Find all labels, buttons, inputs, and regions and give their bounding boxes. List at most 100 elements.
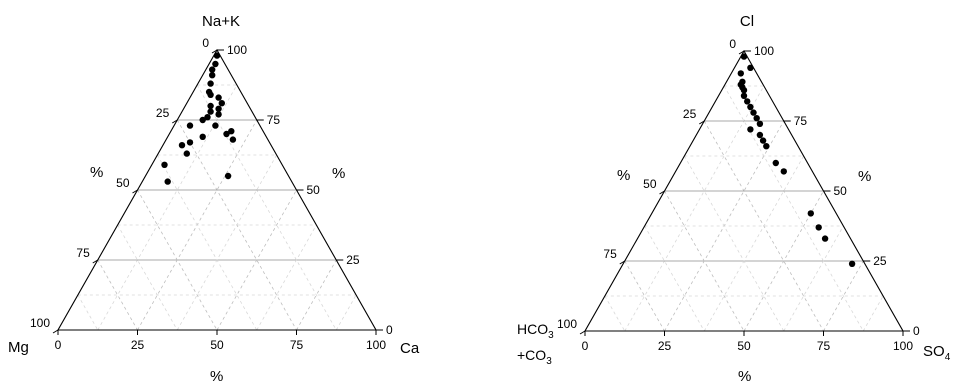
data-point-19 — [807, 210, 814, 217]
data-point-6 — [740, 87, 748, 94]
tick-label-right-75: 75 — [267, 113, 281, 127]
grid-line-right-12.5 — [624, 85, 765, 332]
data-point-2 — [737, 70, 744, 77]
data-point-15 — [186, 122, 194, 129]
tick-label-bottom-50: 50 — [210, 338, 224, 352]
data-point-13 — [747, 126, 754, 133]
data-point-19 — [199, 133, 206, 140]
data-point-1 — [747, 64, 754, 72]
data-point-20 — [815, 224, 822, 231]
tick-left-50 — [132, 189, 138, 194]
grid-line-left-50 — [664, 190, 745, 332]
data-point-9 — [747, 103, 754, 111]
grid-line-left-50 — [137, 189, 218, 331]
data-point-11 — [753, 115, 760, 122]
tick-left-100 — [52, 329, 59, 334]
grid-line-left-12.5 — [723, 85, 864, 332]
vertex-label-top: Cl — [740, 13, 754, 30]
tick-label-left-75: 75 — [603, 247, 617, 261]
grid-line-left-87.5 — [604, 295, 626, 332]
grid-line-right-62.5 — [256, 224, 317, 331]
data-point-22 — [178, 142, 186, 149]
grid-line-left-87.5 — [77, 294, 99, 331]
tick-label-right-25: 25 — [346, 253, 360, 267]
tick-label-bottom-100: 100 — [366, 338, 386, 352]
grid-line-right-87.5 — [335, 294, 357, 331]
data-point-20 — [229, 136, 237, 143]
vertex-label-left-line1: HCO3 — [517, 321, 554, 341]
data-point-6 — [207, 91, 214, 99]
percent-label-right: % — [858, 168, 871, 185]
tick-label-right-0: 0 — [913, 324, 920, 338]
data-point-16 — [763, 143, 770, 150]
tick-label-bottom-75: 75 — [290, 338, 304, 352]
grid-line-left-37.5 — [684, 155, 785, 332]
data-point-7 — [740, 92, 748, 100]
tick-left-75 — [619, 260, 626, 265]
data-point-25 — [224, 172, 232, 180]
data-point-14 — [199, 116, 206, 124]
tick-label-bottom-0: 0 — [55, 338, 62, 352]
grid-line-right-75 — [296, 259, 337, 331]
grid-line-right-87.5 — [862, 295, 884, 332]
tick-label-left-100: 100 — [30, 316, 50, 330]
tick-left-25 — [698, 120, 705, 125]
tick-label-bottom-75: 75 — [817, 339, 831, 353]
tick-left-75 — [92, 259, 99, 264]
tick-left-0 — [211, 49, 218, 54]
data-point-12 — [215, 111, 222, 118]
data-point-26 — [164, 178, 171, 185]
percent-label-bottom: % — [738, 368, 751, 383]
data-point-14 — [756, 131, 764, 139]
data-point-13 — [204, 114, 211, 121]
vertex-label-left-line2: +CO3 — [517, 347, 552, 367]
tick-label-bottom-25: 25 — [658, 339, 672, 353]
data-point-24 — [161, 161, 168, 168]
percent-label-left: % — [90, 164, 103, 181]
grid-line-left-12.5 — [196, 84, 337, 331]
grid-line-left-37.5 — [157, 154, 258, 331]
tick-label-left-25: 25 — [156, 106, 170, 120]
percent-label-right: % — [332, 165, 345, 182]
tick-label-bottom-0: 0 — [582, 339, 589, 353]
tick-left-25 — [171, 119, 178, 124]
tick-label-left-0: 0 — [202, 36, 209, 50]
data-point-18 — [223, 130, 230, 138]
data-point-11 — [207, 108, 214, 115]
tick-label-right-75: 75 — [794, 114, 808, 128]
tick-label-bottom-25: 25 — [131, 338, 145, 352]
tick-label-left-25: 25 — [683, 107, 697, 121]
grid-line-right-37.5 — [176, 154, 277, 331]
vertex-label-right: SO4 — [923, 343, 951, 363]
data-point-21 — [186, 139, 194, 146]
data-point-10 — [207, 102, 214, 110]
percent-label-left: % — [617, 167, 630, 184]
tick-label-right-25: 25 — [873, 254, 887, 268]
data-point-15 — [759, 137, 767, 144]
tick-label-right-100: 100 — [754, 44, 774, 58]
data-point-10 — [750, 109, 757, 116]
tick-label-bottom-50: 50 — [737, 339, 751, 353]
grid-line-right-12.5 — [97, 84, 238, 331]
grid-line-left-62.5 — [117, 224, 178, 331]
data-point-3 — [209, 72, 216, 79]
grid-line-left-62.5 — [644, 225, 705, 332]
data-point-0 — [740, 53, 748, 60]
vertex-label-left: Mg — [8, 339, 29, 356]
data-point-8 — [218, 100, 225, 107]
data-point-4 — [207, 80, 214, 87]
data-point-17 — [228, 128, 235, 135]
tick-label-right-50: 50 — [307, 183, 321, 197]
data-point-22 — [848, 260, 856, 267]
tick-label-left-50: 50 — [643, 177, 657, 191]
grid-line-left-75 — [624, 260, 665, 332]
tick-left-0 — [738, 50, 745, 55]
tick-label-bottom-100: 100 — [893, 339, 913, 353]
data-point-21 — [821, 235, 829, 242]
data-point-12 — [756, 120, 764, 128]
tick-label-left-0: 0 — [729, 37, 736, 51]
data-point-18 — [780, 168, 787, 175]
grid-line-right-37.5 — [703, 155, 804, 332]
